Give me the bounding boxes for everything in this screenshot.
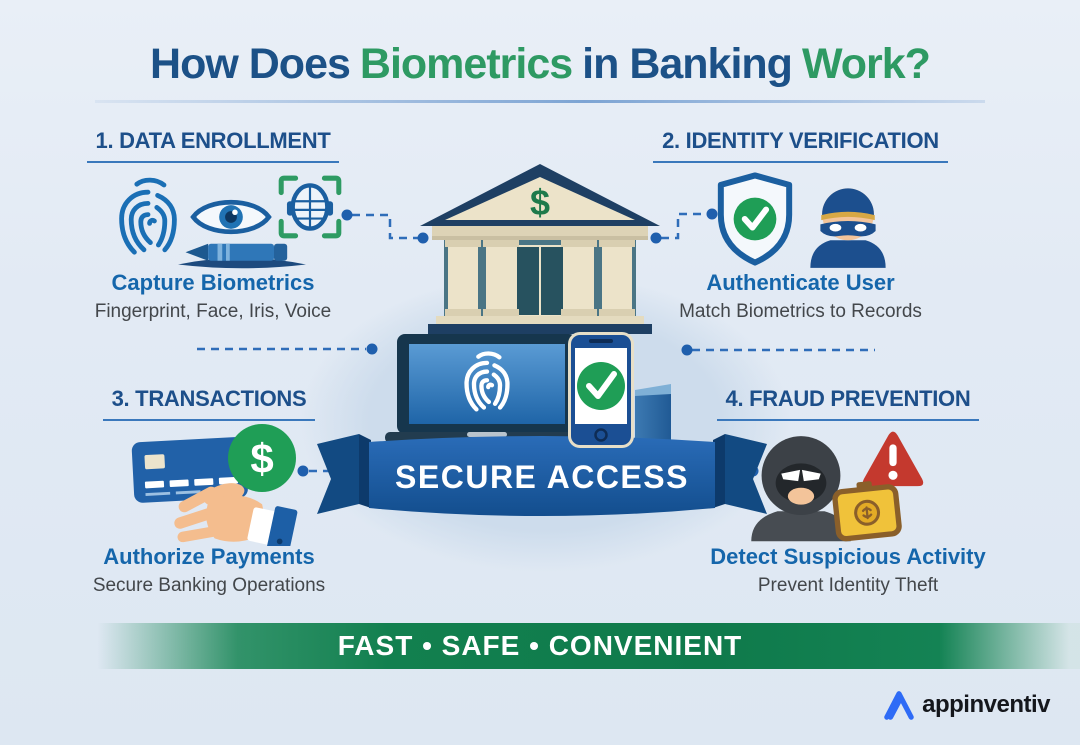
section-1-caption: Capture Biometrics [111,270,315,295]
bank-columns [445,240,635,316]
appinventiv-logo-icon [884,691,914,720]
title-part-3: in Banking [582,40,793,88]
section-3-icons: $ [76,424,342,546]
shield-check-icon [717,172,793,266]
connector-top-left [352,213,418,240]
section-transactions: 3. TRANSACTIONS [76,386,342,597]
dollar-coin-icon: $ [228,424,296,492]
credit-card-hand-icon [131,436,298,546]
section-1-subcaption: Fingerprint, Face, Iris, Voice [94,301,332,322]
footer-banner-text: FAST • SAFE • CONVENIENT [337,630,743,661]
section-data-enrollment: 1. DATA ENROLLMENT [78,128,348,323]
hand [174,483,268,543]
appinventiv-logo: appinventiv [883,690,1050,720]
face-scan-icon [278,175,342,239]
title-part-2: Biometrics [359,40,573,88]
section-2-icons [648,168,953,268]
title-part-4: Work? [801,40,931,88]
section-2-heading: 2. IDENTITY VERIFICATION [653,128,948,163]
connector-top-right [661,212,707,240]
section-1-icons [78,168,348,269]
sleeve [247,506,298,546]
title-part-1: How Does [150,40,351,88]
section-identity-verification: 2. IDENTITY VERIFICATION Authenticate Us… [648,128,953,323]
section-4-subcaption: Prevent Identity Theft [757,575,939,596]
bank-dollar-sign: $ [530,182,550,223]
pen-icon [178,243,306,269]
section-2-caption: Authenticate User [706,270,895,295]
section-3-heading: 3. TRANSACTIONS [102,386,316,421]
appinventiv-logo-text: appinventiv [922,691,1050,718]
section-4-caption: Detect Suspicious Activity [710,544,986,569]
thief-icon [751,436,851,542]
section-2-subcaption: Match Biometrics to Records [679,301,922,322]
masked-user-icon [810,188,886,268]
warning-triangle-icon [862,431,924,487]
section-fraud-prevention: 4. FRAUD PREVENTION [710,386,986,597]
section-4-heading: 4. FRAUD PREVENTION [716,386,980,421]
stolen-wallet-icon [832,481,902,542]
secure-access-devices: SECURE ACCESS [317,332,767,516]
footer-banner: FAST • SAFE • CONVENIENT [0,623,1080,669]
title-underline [95,100,985,103]
blue-box-icon [635,390,671,448]
ribbon-label: SECURE ACCESS [395,459,689,495]
section-4-icons [710,426,986,542]
ribbon-banner: SECURE ACCESS [317,434,767,516]
section-3-subcaption: Secure Banking Operations [92,575,326,596]
eye-icon [190,199,272,235]
phone-check-icon [568,332,634,448]
coin-dollar-sign: $ [250,435,273,482]
bank-icon: $ [420,164,660,334]
section-3-caption: Authorize Payments [103,544,315,569]
section-1-heading: 1. DATA ENROLLMENT [86,128,340,163]
laptop-fingerprint-icon [385,334,589,443]
